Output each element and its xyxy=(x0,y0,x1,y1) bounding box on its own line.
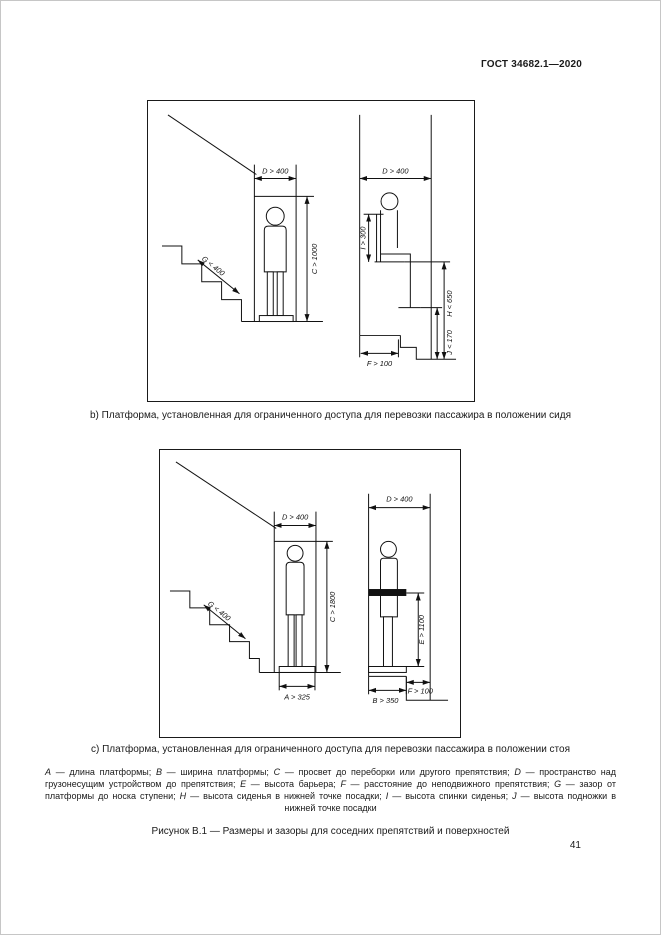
platform xyxy=(368,665,407,673)
barrier xyxy=(368,589,407,596)
dim-label-h: H < 650 xyxy=(445,290,454,317)
seated-person-front xyxy=(258,206,294,323)
dim-label-d-left: D > 400 xyxy=(262,167,289,176)
standing-person-side xyxy=(368,540,407,673)
stairs xyxy=(169,590,341,673)
dim-label-d-right: D > 400 xyxy=(386,495,413,504)
stairs xyxy=(161,245,323,323)
dimension-labels: D > 400 C > 1000 G < 400 D > 400 I > 300… xyxy=(200,167,454,369)
figure-b-box: D > 400 C > 1000 G < 400 D > 400 I > 300… xyxy=(147,100,475,402)
dim-label-f: F > 100 xyxy=(367,359,393,368)
standing-person-front xyxy=(278,544,316,673)
dim-label-e: E > 1100 xyxy=(417,614,426,644)
dim-label-i: I > 300 xyxy=(359,226,368,250)
platform xyxy=(278,665,316,673)
seated-person-side xyxy=(363,192,421,309)
dim-label-j: J < 170 xyxy=(445,329,454,355)
dimension-lines-right xyxy=(368,505,431,695)
platform xyxy=(258,315,294,323)
dimension-lines-right xyxy=(359,176,451,360)
dim-label-d-right: D > 400 xyxy=(382,167,409,176)
dimension-lines-left xyxy=(203,522,330,691)
document-header: ГОСТ 34682.1—2020 xyxy=(481,59,582,70)
page-number: 41 xyxy=(569,840,581,851)
figure-b-drawing: D > 400 C > 1000 G < 400 D > 400 I > 300… xyxy=(161,114,457,369)
caption-c: c) Платформа, установленная для ограниче… xyxy=(90,744,571,755)
dim-label-c: C > 1000 xyxy=(310,243,319,274)
enclosure-walls xyxy=(253,164,314,322)
right-view-walls xyxy=(368,493,449,701)
stair-soffit-diagonal xyxy=(175,461,277,529)
dim-label-c: C > 1800 xyxy=(328,591,337,622)
caption-b: b) Платформа, установленная для ограниче… xyxy=(90,410,571,421)
dim-label-a: A > 325 xyxy=(283,692,310,701)
legend: A — длина платформы; B — ширина платформ… xyxy=(45,767,616,813)
dim-label-d-left: D > 400 xyxy=(282,513,309,522)
figure-c-drawing: D > 400 C > 1800 G < 400 A > 325 D > 400… xyxy=(169,461,449,706)
stair-soffit-diagonal xyxy=(167,114,257,175)
figure-caption: Рисунок В.1 — Размеры и зазоры для сосед… xyxy=(151,826,510,837)
dimension-labels: D > 400 C > 1800 G < 400 A > 325 D > 400… xyxy=(206,495,434,706)
dimension-lines-left xyxy=(197,176,310,322)
enclosure-walls xyxy=(273,511,333,673)
right-view-walls xyxy=(359,114,457,360)
figure-c-box: D > 400 C > 1800 G < 400 A > 325 D > 400… xyxy=(159,449,461,738)
dim-label-f: F > 100 xyxy=(408,686,434,695)
dim-label-g: G < 400 xyxy=(200,254,227,278)
dim-label-b: B > 350 xyxy=(373,696,400,705)
